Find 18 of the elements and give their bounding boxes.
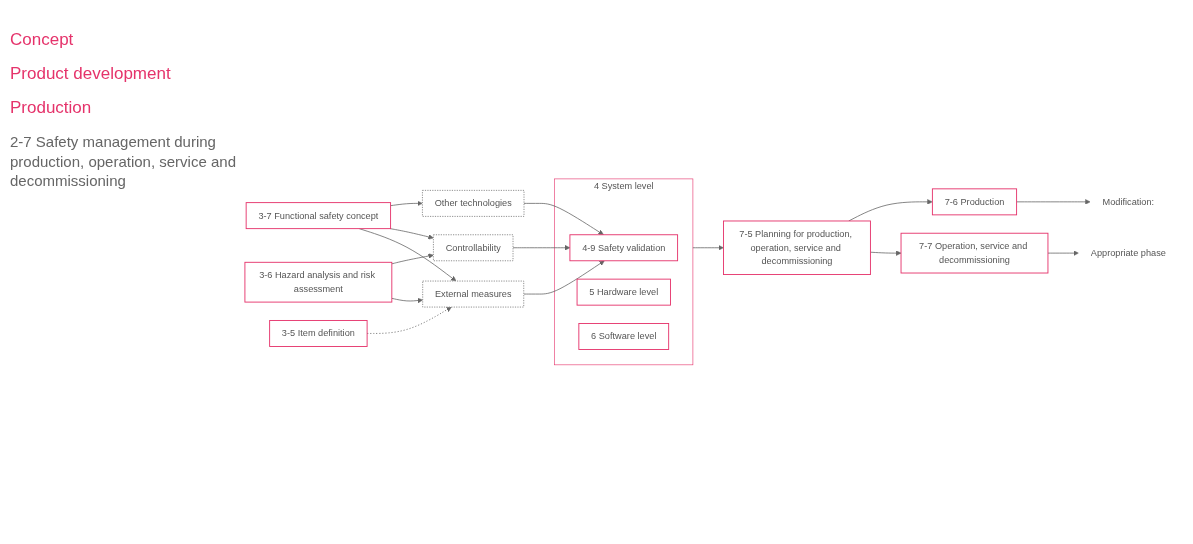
node-box: 7-6 Production [931, 188, 1018, 216]
node-box: Controllability [432, 234, 514, 262]
node-box: External measures [422, 280, 525, 308]
phase-heading: Production [10, 98, 93, 118]
node-box: 3-5 Item definition [269, 320, 368, 348]
node-box: 7-7 Operation, service and decommissioning [900, 232, 1049, 274]
node-box: 5 Hardware level [576, 278, 671, 306]
node-box: Other technologies [421, 190, 525, 217]
node-text: Appropriate phase [1090, 247, 1166, 258]
node-box: 6 Software level [578, 323, 670, 351]
note-text: 2-7 Safety management during production, operation, service and decommissioning [10, 132, 237, 191]
node-text: Modification: [1102, 196, 1155, 207]
phase-heading: Concept [10, 30, 75, 50]
node-box: 7-5 Planning for production, operation, service and decommissioning [723, 220, 871, 276]
phase-heading: Product development [10, 64, 172, 84]
node-box: 3-7 Functional safety concept [245, 202, 392, 230]
node-box: 3-6 Hazard analysis and risk assessment [244, 261, 393, 303]
node-box: 4-9 Safety validation [569, 234, 679, 262]
